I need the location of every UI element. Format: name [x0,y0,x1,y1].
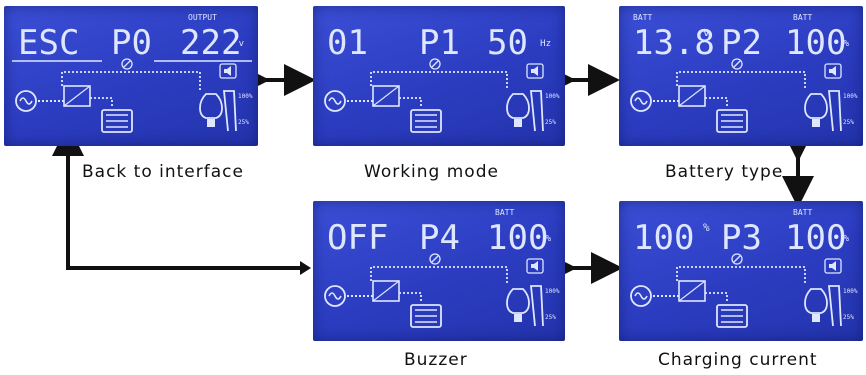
lock-icon [121,58,133,70]
flow-line [399,97,422,108]
level-low-label: 25% [545,314,556,321]
caption-p4: Buzzer [404,350,468,370]
level-low-label: 25% [843,314,854,321]
inverter-icon [63,85,91,107]
level-high-label: 100% [545,288,560,295]
lock-icon [731,253,743,265]
inverter-icon [372,280,400,302]
speaker-icon [526,63,544,79]
battery-level-bar [530,90,544,132]
battery-level-bar [223,90,237,132]
lcd-main-value: 13.8 [633,23,715,63]
lcd-main-value: OFF [327,218,388,258]
flow-line [705,97,728,108]
load-bulb-icon [506,288,530,314]
lcd-top-label: BATT [495,208,514,217]
lcd-right-value: 100 [785,218,846,258]
flow-line [399,292,422,303]
flow-line [370,71,508,90]
lcd-program-code: P4 [419,218,460,258]
battery-level-bar [530,285,544,327]
lcd-main-unit: v [703,26,710,39]
lcd-right-unit: % [844,234,850,244]
battery-icon [410,109,442,133]
level-low-label: 25% [843,119,854,126]
lcd-right-value: 50 [487,23,528,63]
lcd-screen-p1: 01 P1 50 Hz 100% 25% [313,6,565,146]
lcd-main-value: ESC [18,23,79,63]
level-high-label: 100% [843,288,858,295]
battery-icon [410,304,442,328]
level-low-label: 25% [545,119,556,126]
lcd-right-value: 100 [487,218,548,258]
ac-source-icon [630,285,652,307]
speaker-icon [824,258,842,274]
ac-source-icon [324,90,346,112]
caption-p2: Battery type [665,162,784,182]
speaker-icon [824,63,842,79]
lcd-right-unit: v [239,39,244,49]
level-low-label: 25% [238,119,249,126]
battery-icon [101,109,133,133]
ac-source-icon [15,90,37,112]
flow-line [705,292,728,303]
lcd-main-label: BATT [633,13,652,22]
battery-level-bar [828,285,842,327]
caption-p0: Back to interface [82,162,244,182]
lcd-top-label: BATT [793,13,812,22]
lcd-graphics: 01 P1 50 Hz 100% 25% [324,23,560,133]
flow-line [370,266,508,285]
flow-line [90,97,113,108]
battery-level-bar [828,90,842,132]
level-high-label: 100% [545,93,560,100]
lcd-top-label: OUTPUT [188,13,217,22]
lcd-right-value: 100 [785,23,846,63]
lcd-main-value: 01 [327,23,368,63]
flow-line [676,266,806,285]
lcd-program-code: P2 [721,23,762,63]
load-bulb-icon [804,288,828,314]
lcd-right-unit: Hz [540,39,551,49]
lcd-main-unit: % [703,221,710,234]
flow-line [61,71,201,90]
lcd-right-value: 222 [180,23,241,63]
lcd-program-code: P3 [721,218,762,258]
caption-p3: Charging current [658,350,818,370]
inverter-icon [678,280,706,302]
battery-icon [716,109,748,133]
caption-p1: Working mode [364,162,499,182]
ac-source-icon [324,285,346,307]
inverter-icon [678,85,706,107]
battery-icon [716,304,748,328]
lcd-right-unit: % [844,39,850,49]
flow-line [676,71,806,90]
arrow-back-to-interface [52,124,305,270]
lcd-program-code: P1 [419,23,460,63]
lcd-top-label: BATT [793,208,812,217]
ac-source-icon [630,90,652,112]
lcd-program-code: P0 [111,23,152,63]
load-bulb-icon [506,93,530,119]
level-high-label: 100% [843,93,858,100]
speaker-icon [219,63,237,79]
load-bulb-icon [199,93,223,119]
lock-icon [731,58,743,70]
lock-icon [429,253,441,265]
speaker-icon [526,258,544,274]
lcd-right-unit: % [546,234,552,244]
lock-icon [429,58,441,70]
load-bulb-icon [804,93,828,119]
inverter-icon [372,85,400,107]
lcd-main-value: 100 [633,218,694,258]
level-high-label: 100% [238,93,253,100]
